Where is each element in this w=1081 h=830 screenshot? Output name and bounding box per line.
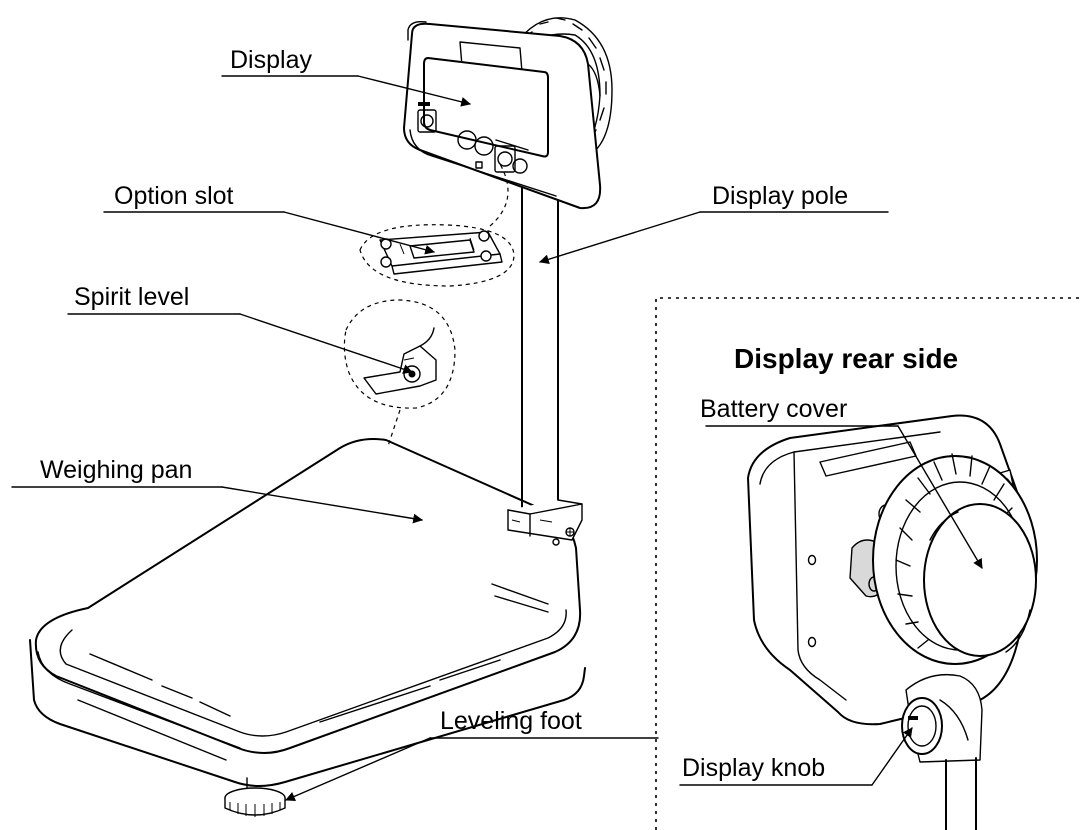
label-option-slot: Option slot	[114, 182, 234, 210]
label-display: Display	[230, 46, 312, 74]
display-head	[403, 17, 613, 210]
spirit-level-detail	[343, 299, 456, 447]
display-knob	[901, 673, 983, 830]
battery-cover-knob	[872, 453, 1038, 665]
weighing-platform	[29, 438, 586, 817]
option-slot-detail	[359, 163, 515, 287]
rear-side-inset	[655, 297, 1081, 830]
inset-title: Display rear side	[734, 343, 958, 374]
display-pole	[507, 179, 583, 546]
label-display-knob: Display knob	[682, 754, 825, 782]
label-spirit-level: Spirit level	[74, 283, 189, 311]
label-display-pole: Display pole	[712, 182, 848, 210]
label-leveling-foot: Leveling foot	[440, 707, 582, 735]
callouts: Display Option slot Display pole Spirit …	[11, 46, 983, 802]
label-weighing-pan: Weighing pan	[40, 456, 192, 484]
label-battery-cover: Battery cover	[700, 395, 847, 423]
leveling-foot-front-center	[224, 777, 286, 817]
